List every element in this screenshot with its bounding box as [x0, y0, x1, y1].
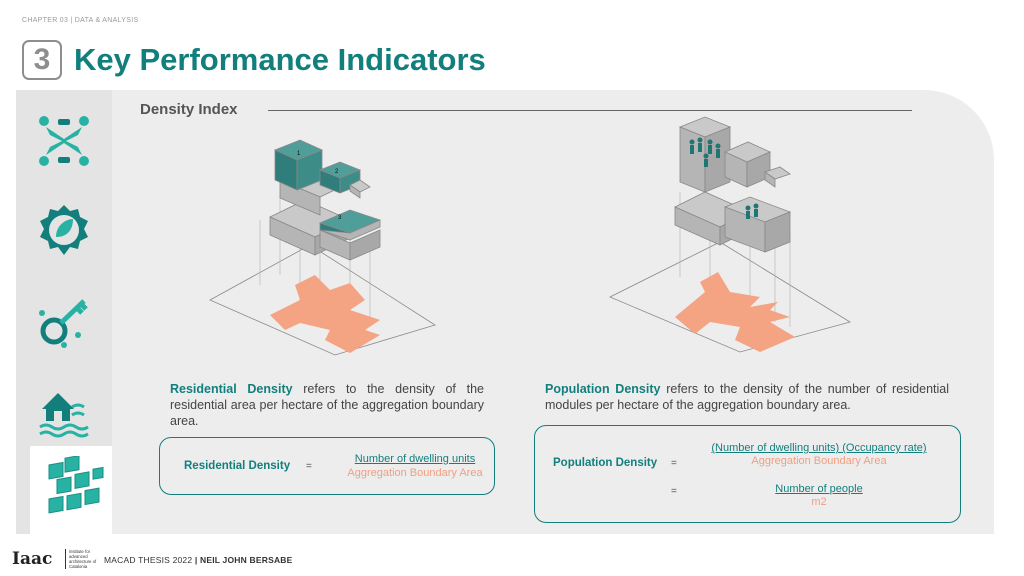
page-title: Key Performance Indicators — [74, 42, 486, 77]
residential-numerator: Number of dwelling units — [354, 453, 476, 465]
sidebar-item-badge[interactable] — [16, 186, 112, 276]
footer-credit: MACAD THESIS 2022 | NEIL JOHN BERSABE — [104, 555, 293, 565]
badge-leaf-icon — [40, 205, 88, 255]
sidebar-item-cubes[interactable] — [30, 446, 126, 536]
module-label-2: 2 — [335, 169, 339, 175]
population-denominator-2: m2 — [811, 496, 827, 508]
population-formula-box: Population Density = (Number of dwelling… — [534, 425, 961, 523]
population-text: refers to the density of the number of r… — [545, 382, 950, 412]
residential-denominator: Aggregation Boundary Area — [347, 467, 483, 479]
footer-separator: | — [192, 555, 200, 565]
chapter-number: 3 — [22, 40, 62, 80]
cubes-icon — [48, 456, 104, 514]
population-term: Population Density — [545, 382, 661, 396]
institute-name: institute for advanced architecture of C… — [65, 549, 99, 569]
sidebar-item-house[interactable] — [16, 366, 112, 456]
population-density-diagram — [609, 116, 851, 353]
thesis-label: MACAD THESIS 2022 — [104, 555, 193, 565]
module-label-3: 3 — [338, 215, 342, 221]
puzzle-people-icon — [39, 116, 89, 166]
population-formula-label: Population Density — [553, 457, 658, 469]
boundary-footprint — [675, 272, 795, 352]
content-panel — [112, 90, 994, 534]
module-label-1: 1 — [297, 151, 301, 157]
population-numerator-2: Number of people — [775, 483, 863, 495]
boundary-footprint — [270, 275, 380, 353]
key-network-icon — [39, 299, 88, 348]
population-description: Population Density refers to the density… — [545, 381, 949, 413]
population-numerator-1: (Number of dwelling units) (Occupancy ra… — [711, 442, 927, 454]
population-equals-1: = — [671, 458, 677, 469]
author-name: NEIL JOHN BERSABE — [199, 555, 293, 565]
sidebar-item-key[interactable] — [16, 276, 112, 366]
section-divider — [268, 110, 912, 111]
residential-formula-box: Residential Density = Number of dwelling… — [159, 437, 495, 495]
house-water-icon — [39, 393, 89, 438]
population-equals-2: = — [671, 486, 677, 497]
residential-density-diagram: 1 2 3 — [209, 139, 436, 356]
residential-equals: = — [306, 461, 312, 472]
sidebar-item-puzzle[interactable] — [16, 96, 112, 186]
residential-description: Residential Density refers to the densit… — [170, 381, 484, 429]
iaac-logo: Iaac — [12, 549, 53, 569]
section-title: Density Index — [140, 101, 238, 118]
sidebar — [16, 90, 126, 536]
residential-text: refers to the density of the residential… — [170, 382, 484, 428]
population-denominator-1: Aggregation Boundary Area — [751, 455, 887, 467]
chapter-label: CHAPTER 03 | DATA & ANALYSIS — [22, 17, 139, 24]
residential-formula-label: Residential Density — [184, 460, 291, 472]
residential-term: Residential Density — [170, 382, 293, 396]
